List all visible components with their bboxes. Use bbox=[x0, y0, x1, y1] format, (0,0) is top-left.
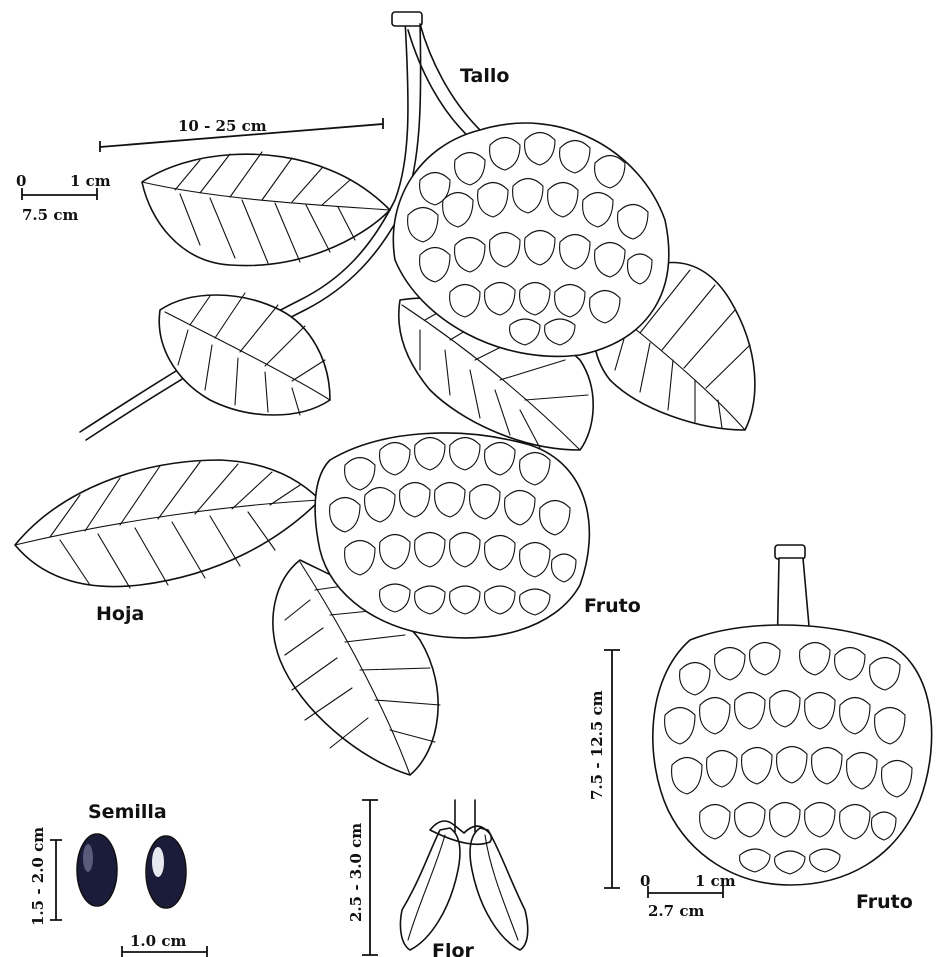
measure-fruit-scale-equiv: 2.7 cm bbox=[648, 902, 704, 920]
measure-seed-length: 1.5 - 2.0 cm bbox=[29, 827, 47, 926]
leaf-mid-left bbox=[159, 293, 330, 415]
measure-seed-scale: 1.0 cm bbox=[130, 932, 186, 950]
label-semilla: Semilla bbox=[88, 801, 167, 823]
measure-branch-scale-equiv: 7.5 cm bbox=[22, 206, 78, 224]
measure-fruit-scale-zero: 0 bbox=[640, 872, 650, 890]
measure-stem-length: 10 - 25 cm bbox=[178, 117, 267, 135]
leaf-lower-left bbox=[15, 460, 320, 588]
measure-branch-scale-unit: 1 cm bbox=[70, 172, 111, 190]
leaf-upper-left bbox=[142, 152, 390, 266]
seed-left bbox=[77, 834, 117, 906]
label-fruto-main: Fruto bbox=[584, 595, 641, 617]
label-fruto-detail: Fruto bbox=[856, 891, 913, 913]
measure-fruit-scale-unit: 1 cm bbox=[695, 872, 736, 890]
measure-flower-length: 2.5 - 3.0 cm bbox=[347, 823, 365, 922]
flower bbox=[400, 800, 527, 950]
seeds bbox=[77, 834, 186, 908]
measure-fruit-height: 7.5 - 12.5 cm bbox=[588, 690, 606, 800]
label-tallo: Tallo bbox=[460, 65, 509, 87]
fruit-detail bbox=[653, 545, 932, 885]
label-flor: Flor bbox=[432, 940, 475, 957]
measure-branch-scale-zero: 0 bbox=[16, 172, 26, 190]
label-hoja: Hoja bbox=[96, 603, 144, 625]
seed-right bbox=[146, 836, 186, 908]
